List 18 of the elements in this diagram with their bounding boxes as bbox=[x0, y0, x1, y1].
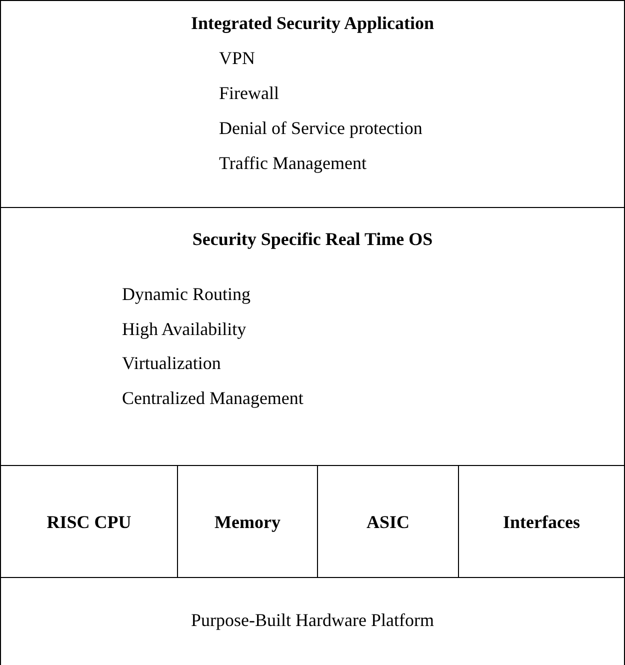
feature-item: Denial of Service protection bbox=[219, 117, 422, 139]
layer-heading: Integrated Security Application bbox=[190, 12, 435, 34]
feature-item: Centralized Management bbox=[122, 386, 304, 408]
feature-item: Virtualization bbox=[122, 352, 221, 374]
feature-item: VPN bbox=[219, 47, 256, 69]
layer-heading: Security Specific Real Time OS bbox=[191, 228, 434, 250]
component-label: ASIC bbox=[365, 510, 410, 532]
component-label: Memory bbox=[214, 510, 282, 532]
feature-item: Traffic Management bbox=[219, 152, 366, 174]
feature-item: Firewall bbox=[219, 82, 279, 104]
feature-item: High Availability bbox=[122, 318, 246, 340]
feature-item: Dynamic Routing bbox=[122, 283, 250, 305]
component-label: Interfaces bbox=[502, 510, 581, 532]
layer-band bbox=[0, 577, 625, 665]
component-label: RISC CPU bbox=[46, 510, 132, 532]
layer-band bbox=[0, 207, 625, 466]
layer-label: Purpose-Built Hardware Platform bbox=[190, 609, 435, 631]
layer-band bbox=[0, 0, 625, 208]
